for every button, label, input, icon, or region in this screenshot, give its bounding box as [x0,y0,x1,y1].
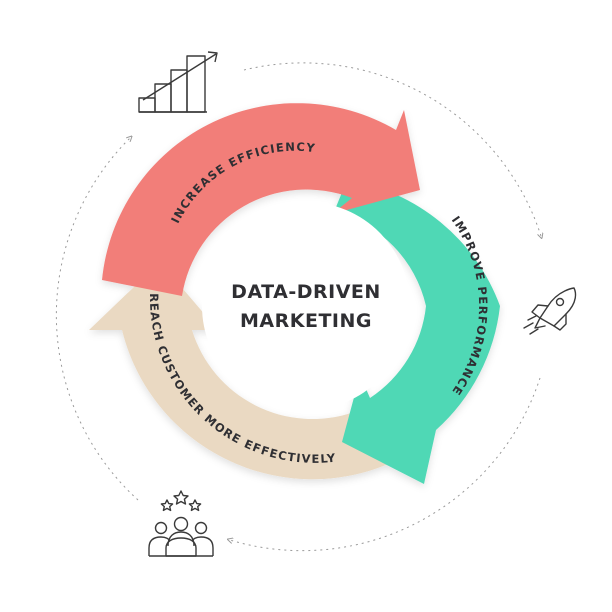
orbit-segment-right [230,377,541,552]
segment-reach-customer [89,262,430,480]
star-icon [160,499,174,512]
star-icon [188,499,202,512]
center-disk [202,202,410,410]
customer-stars-icon [148,490,214,557]
rocket-icon [523,287,577,335]
orbit-segment-top [243,62,541,236]
segment-increase-efficiency [102,103,420,296]
star-icon [173,490,189,505]
title-line-1: DATA-DRIVEN [231,281,381,303]
diagram-title: DATA-DRIVEN MARKETING [206,278,406,336]
title-line-2: MARKETING [240,310,372,332]
dashed-orbit [55,62,541,552]
segment-improve-performance [334,180,500,484]
growth-chart-icon [138,51,218,113]
